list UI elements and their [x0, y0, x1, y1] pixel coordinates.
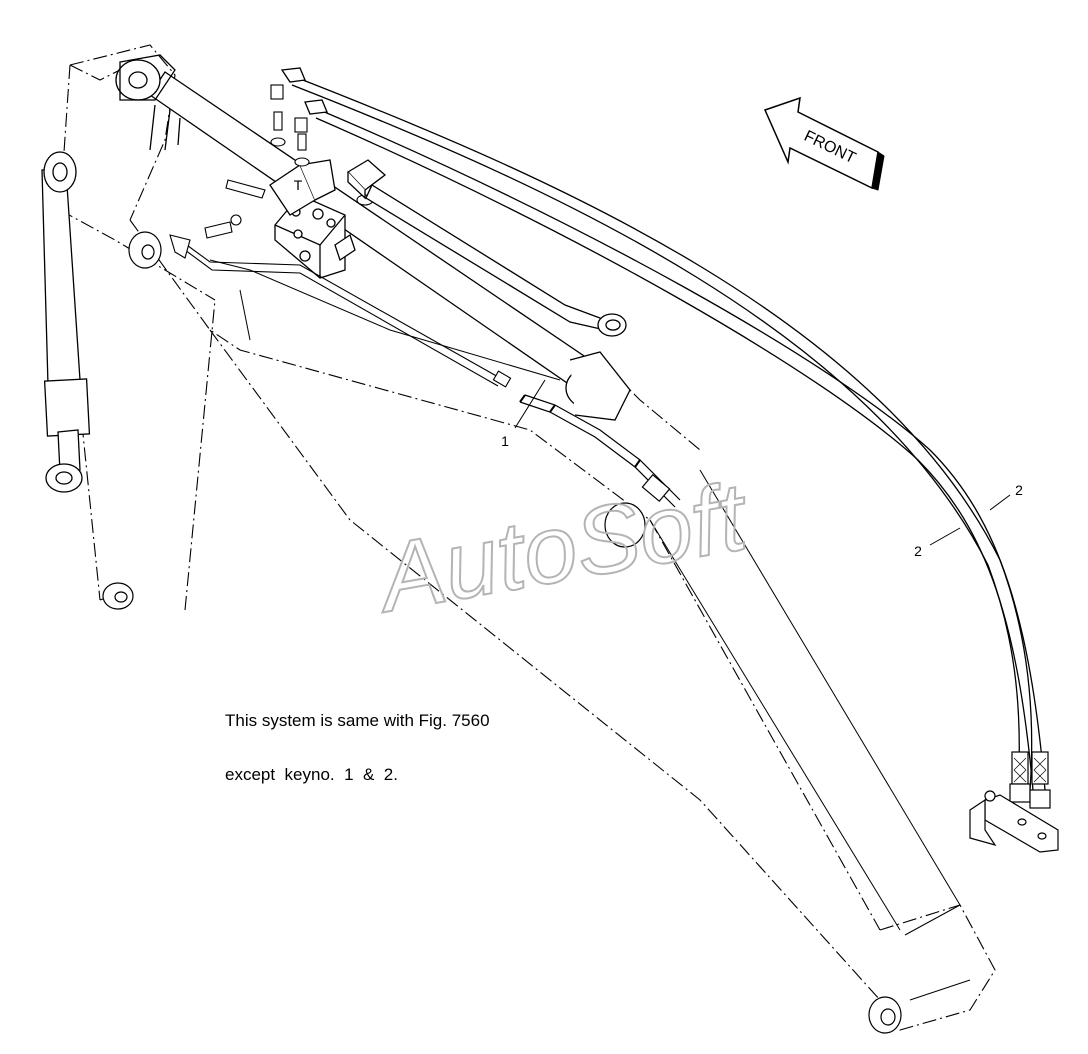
- port-t-label: T: [294, 177, 303, 193]
- hose-end-bracket: [969, 751, 1059, 853]
- key-number-1: 1: [501, 433, 509, 449]
- key-number-2-upper: 2: [1015, 482, 1023, 498]
- system-note-line-1: This system is same with Fig. 7560: [225, 711, 490, 730]
- valve-block: [269, 159, 356, 279]
- boom-solid-edges: [209, 259, 971, 1001]
- system-note: This system is same with Fig. 7560 excep…: [225, 676, 490, 802]
- leader-lines: [514, 379, 1011, 546]
- hose-key-1: [519, 394, 681, 508]
- steel-pipe: [346, 159, 627, 337]
- watermark: AutoSoft: [367, 462, 756, 633]
- arm-cylinder: [115, 54, 631, 421]
- pilot-line: [169, 234, 512, 388]
- hoses-key-2: [280, 67, 1046, 791]
- boom-cylinder: [41, 151, 91, 493]
- key-number-2-lower: 2: [914, 543, 922, 559]
- system-note-line-2: except keyno. 1 & 2.: [225, 765, 398, 784]
- boom-pins: [102, 231, 902, 1034]
- boom-outline: [59, 44, 996, 1031]
- front-arrow: FRONT: [763, 96, 885, 191]
